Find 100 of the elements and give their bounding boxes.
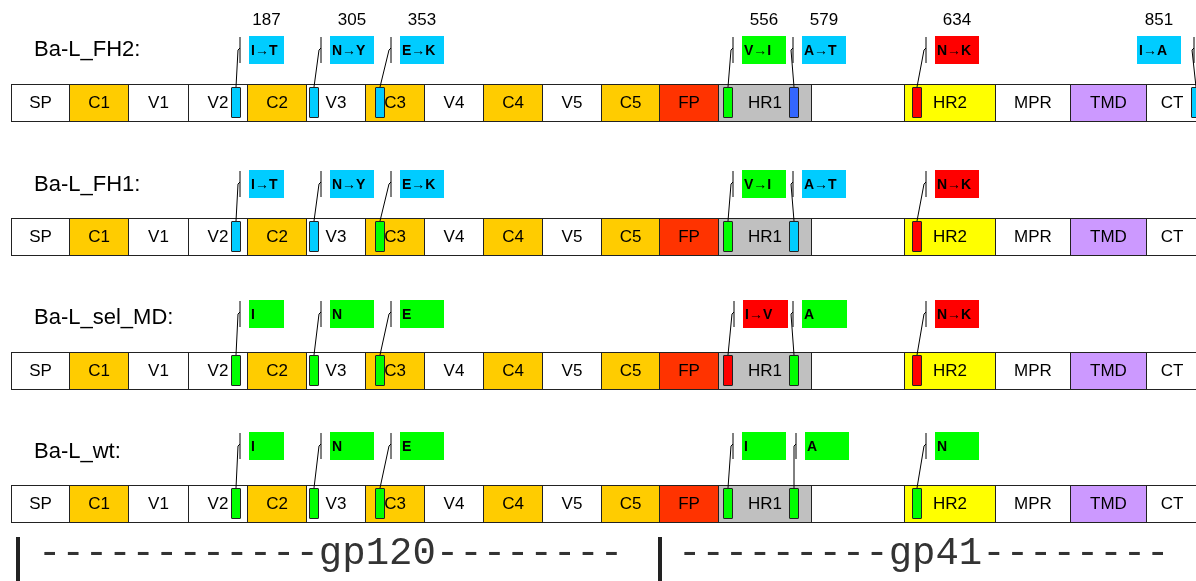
domain-segment bbox=[247, 485, 307, 523]
mutation-name: E bbox=[402, 438, 412, 454]
domain-name: FP bbox=[678, 494, 700, 514]
leader-line bbox=[313, 300, 322, 356]
domain-name: V3 bbox=[325, 494, 347, 514]
leader-line bbox=[916, 170, 927, 222]
leader-line bbox=[916, 300, 927, 356]
domain-name: SP bbox=[29, 93, 52, 113]
domain-segment bbox=[11, 485, 70, 523]
domain-name: MPR bbox=[1014, 227, 1052, 247]
domain-segment bbox=[483, 352, 543, 390]
domain-segment bbox=[306, 84, 366, 122]
domain-segment bbox=[1146, 352, 1196, 390]
domain-name: C2 bbox=[266, 494, 288, 514]
mutation-label bbox=[249, 432, 284, 460]
mutation-label bbox=[935, 432, 979, 460]
domain-name: C4 bbox=[502, 494, 524, 514]
mutation-name: N bbox=[937, 438, 948, 454]
domain-segment bbox=[188, 84, 248, 122]
domain-segment bbox=[424, 84, 484, 122]
domain-name: V5 bbox=[561, 93, 583, 113]
mutation-marker bbox=[231, 488, 241, 519]
position-number: 187 bbox=[252, 10, 281, 30]
domain-name: C5 bbox=[619, 494, 642, 514]
domain-name: C3 bbox=[384, 494, 406, 514]
domain-segment bbox=[247, 218, 307, 256]
domain-name: CT bbox=[1160, 494, 1184, 514]
region-label: ------------gp120-------- bbox=[38, 535, 624, 574]
mutation-label bbox=[330, 300, 374, 328]
domain-segment bbox=[904, 218, 996, 256]
domain-name: V1 bbox=[148, 93, 169, 113]
domain-segment bbox=[69, 352, 129, 390]
domain-segment bbox=[365, 218, 425, 256]
position-number: 305 bbox=[337, 10, 367, 30]
leader-line bbox=[235, 432, 241, 489]
domain-segment bbox=[128, 485, 189, 523]
position-number: 353 bbox=[407, 10, 437, 30]
domain-name: HR2 bbox=[933, 227, 967, 247]
mutation-label bbox=[805, 432, 849, 460]
domain-segment bbox=[306, 352, 366, 390]
position-number: 579 bbox=[809, 10, 839, 30]
domain-name: V3 bbox=[325, 227, 347, 247]
domain-name: HR1 bbox=[748, 227, 782, 247]
mutation-label bbox=[400, 170, 444, 198]
mutation-name: A bbox=[807, 438, 818, 454]
mutation-name: V→I bbox=[744, 176, 772, 192]
domain-name: C5 bbox=[619, 361, 642, 381]
domain-name: HR1 bbox=[748, 494, 782, 514]
position-number: 556 bbox=[749, 10, 779, 30]
mutation-name: N→K bbox=[937, 42, 972, 58]
mutation-marker bbox=[231, 87, 241, 118]
mutation-marker bbox=[723, 221, 733, 252]
domain-segment bbox=[811, 485, 905, 523]
mutation-marker bbox=[309, 355, 319, 386]
leader-line bbox=[235, 170, 241, 222]
domain-segment bbox=[247, 352, 307, 390]
domain-name: C1 bbox=[88, 361, 110, 381]
domain-segment bbox=[659, 485, 719, 523]
sequence-name: Ba-L_sel_MD: bbox=[34, 304, 174, 330]
domain-segment bbox=[904, 352, 996, 390]
mutation-label bbox=[400, 300, 444, 328]
domain-name: C5 bbox=[619, 93, 642, 113]
domain-name: C5 bbox=[619, 227, 642, 247]
mutation-marker bbox=[912, 221, 922, 252]
mutation-name: V→I bbox=[744, 42, 772, 58]
domain-segment bbox=[995, 352, 1071, 390]
domain-name: TMD bbox=[1090, 227, 1127, 247]
domain-segment bbox=[11, 84, 70, 122]
leader-line bbox=[727, 170, 734, 222]
domain-name: V3 bbox=[325, 361, 347, 381]
leader-line bbox=[379, 432, 392, 489]
domain-segment bbox=[1070, 352, 1147, 390]
domain-name: V5 bbox=[561, 361, 583, 381]
domain-segment bbox=[11, 352, 70, 390]
domain-segment bbox=[483, 218, 543, 256]
domain-name: C4 bbox=[502, 361, 524, 381]
mutation-name: N→K bbox=[937, 306, 972, 322]
domain-name: V5 bbox=[561, 494, 583, 514]
domain-segment bbox=[11, 218, 70, 256]
domain-name: C1 bbox=[88, 227, 110, 247]
mutation-marker bbox=[309, 221, 319, 252]
leader-line bbox=[727, 36, 734, 88]
mutation-name: A→T bbox=[804, 42, 837, 58]
domain-segment bbox=[483, 84, 543, 122]
domain-segment bbox=[995, 218, 1071, 256]
domain-segment bbox=[365, 485, 425, 523]
mutation-label bbox=[249, 300, 284, 328]
domain-name: C3 bbox=[384, 227, 406, 247]
domain-name: SP bbox=[29, 227, 52, 247]
mutation-label bbox=[249, 170, 284, 198]
domain-segment bbox=[188, 352, 248, 390]
mutation-marker bbox=[912, 488, 922, 519]
domain-name: C3 bbox=[384, 93, 406, 113]
domain-segment bbox=[542, 485, 602, 523]
mutation-name: I bbox=[744, 438, 748, 454]
domain-segment bbox=[365, 84, 425, 122]
domain-name: CT bbox=[1160, 361, 1184, 381]
domain-name: V3 bbox=[325, 93, 347, 113]
domain-name: V2 bbox=[207, 227, 229, 247]
domain-segment bbox=[483, 485, 543, 523]
